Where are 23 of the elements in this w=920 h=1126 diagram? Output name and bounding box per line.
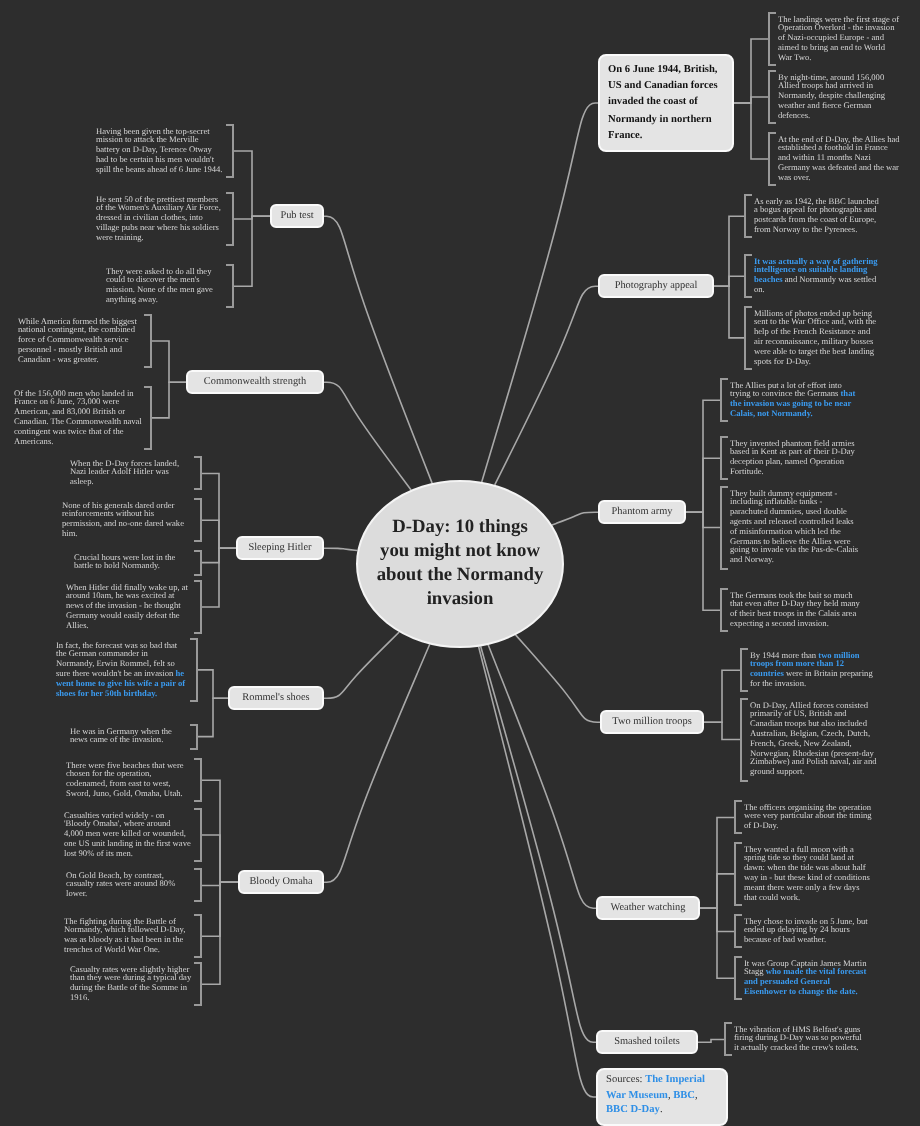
topic-title: D-Day: 10 things you might not know about the Normandy invasion	[376, 515, 544, 613]
bracket-line	[713, 285, 745, 339]
connector-line	[323, 547, 359, 552]
bracket-line	[197, 697, 229, 738]
connector-line	[487, 644, 597, 910]
bracket-line	[733, 102, 769, 160]
bracket-line	[685, 511, 721, 612]
connector-line	[514, 634, 601, 724]
connector-line	[493, 285, 599, 486]
bracket-line	[697, 1038, 725, 1044]
bracket-line	[699, 907, 735, 980]
bracket-line	[201, 547, 237, 608]
connector-line	[323, 381, 412, 491]
connector-line	[323, 631, 400, 700]
bracket-line	[233, 215, 271, 288]
connector-line	[323, 215, 433, 484]
connector-line	[480, 102, 599, 483]
connector-line	[551, 511, 599, 526]
bracket-line	[201, 881, 239, 986]
bracket-line	[703, 721, 741, 741]
bracket-line	[151, 381, 187, 419]
central-topic-bubble	[356, 480, 564, 648]
connector-line	[323, 643, 431, 884]
